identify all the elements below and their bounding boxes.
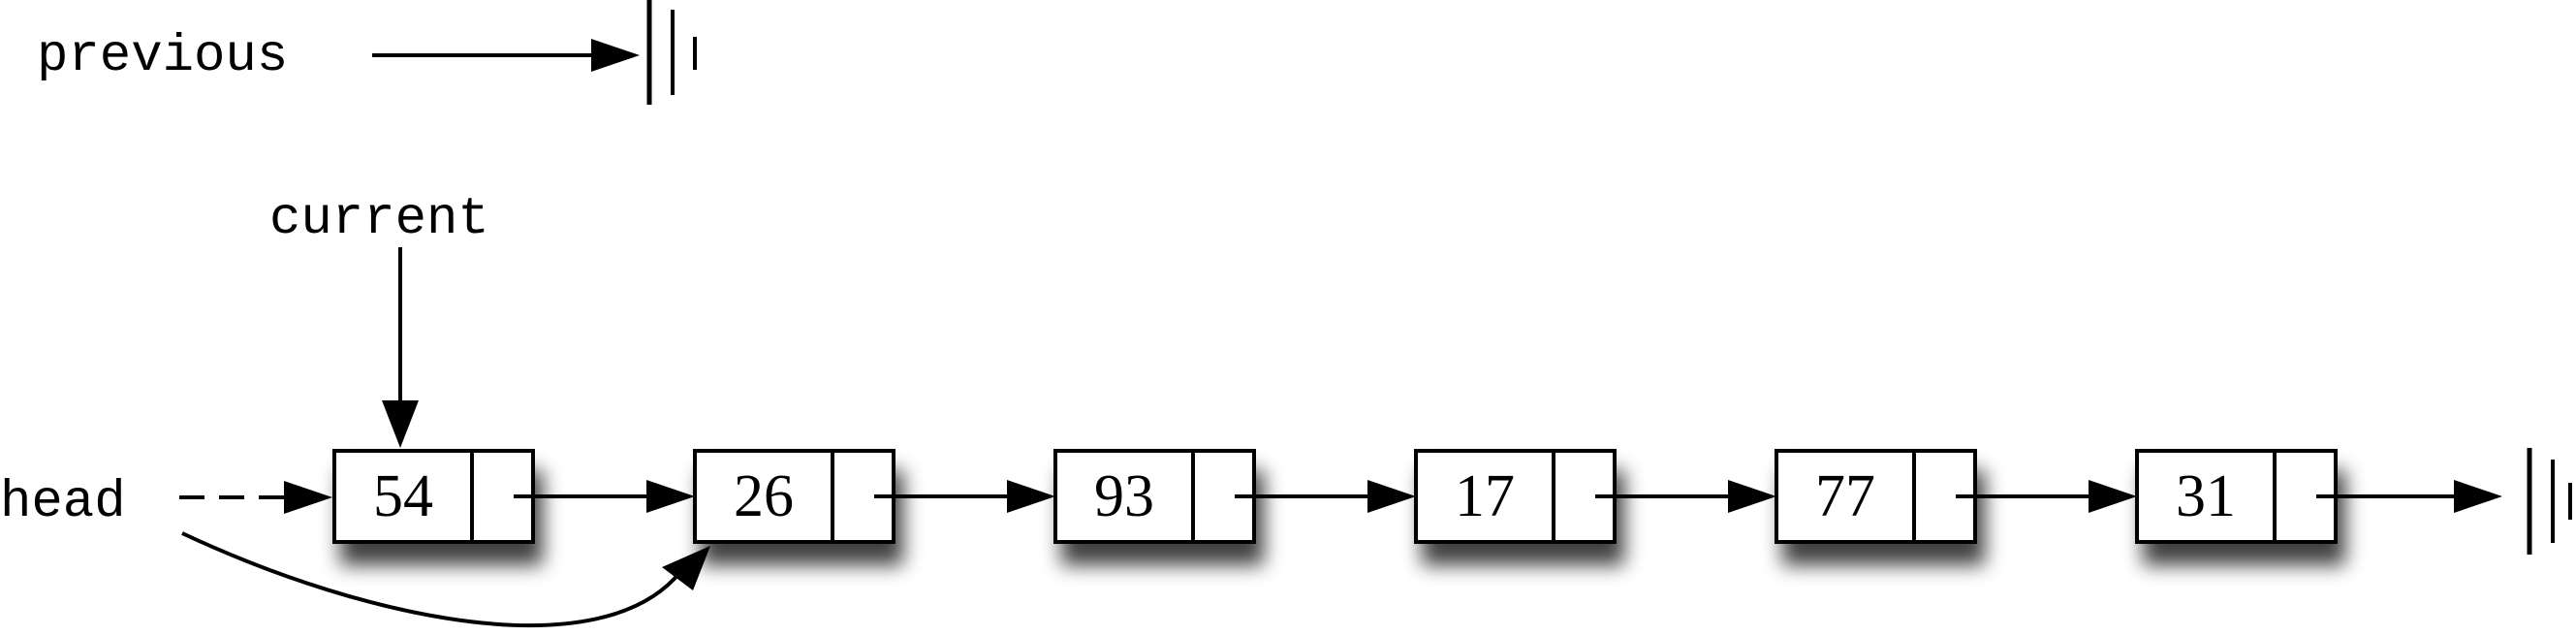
- head-dashed-arrowhead: [284, 481, 332, 514]
- list-node: 17: [1414, 449, 1776, 544]
- tail-null-icon: [2527, 448, 2572, 555]
- node-box: [1414, 449, 1617, 544]
- next-pointer-arrowhead: [1728, 480, 1776, 513]
- next-pointer-arrowhead: [1007, 480, 1055, 513]
- list-node: 54: [332, 449, 695, 544]
- node-value: 93: [1094, 463, 1154, 529]
- node-box: [1775, 449, 1977, 544]
- next-pointer-arrowhead: [1367, 480, 1416, 513]
- previous-label: previous: [37, 27, 288, 86]
- node-value: 26: [734, 463, 794, 529]
- node-box: [693, 449, 895, 544]
- node-value: 77: [1815, 463, 1875, 529]
- node-box: [2135, 449, 2338, 544]
- list-node: 77: [1775, 449, 2137, 544]
- node-value: 31: [2176, 463, 2236, 529]
- head-curved-arrowhead: [662, 546, 710, 590]
- previous-arrowhead: [591, 39, 640, 72]
- next-pointer-arrowhead: [646, 480, 695, 513]
- node-value: 17: [1455, 463, 1515, 529]
- head-curved-arrow: [181, 531, 682, 628]
- node-box: [332, 449, 535, 544]
- previous-null-icon: [646, 0, 697, 105]
- current-label: current: [269, 190, 489, 249]
- node-list: 54 26 93 17 77 31: [332, 449, 2502, 544]
- current-arrowhead: [382, 400, 419, 448]
- list-node: 31: [2135, 449, 2502, 544]
- list-node: 26: [693, 449, 1055, 544]
- next-pointer-arrowhead: [2454, 480, 2502, 513]
- node-box: [1053, 449, 1256, 544]
- head-label: head: [0, 473, 126, 532]
- node-value: 54: [373, 463, 433, 529]
- list-node: 93: [1053, 449, 1416, 544]
- next-pointer-arrowhead: [2089, 480, 2137, 513]
